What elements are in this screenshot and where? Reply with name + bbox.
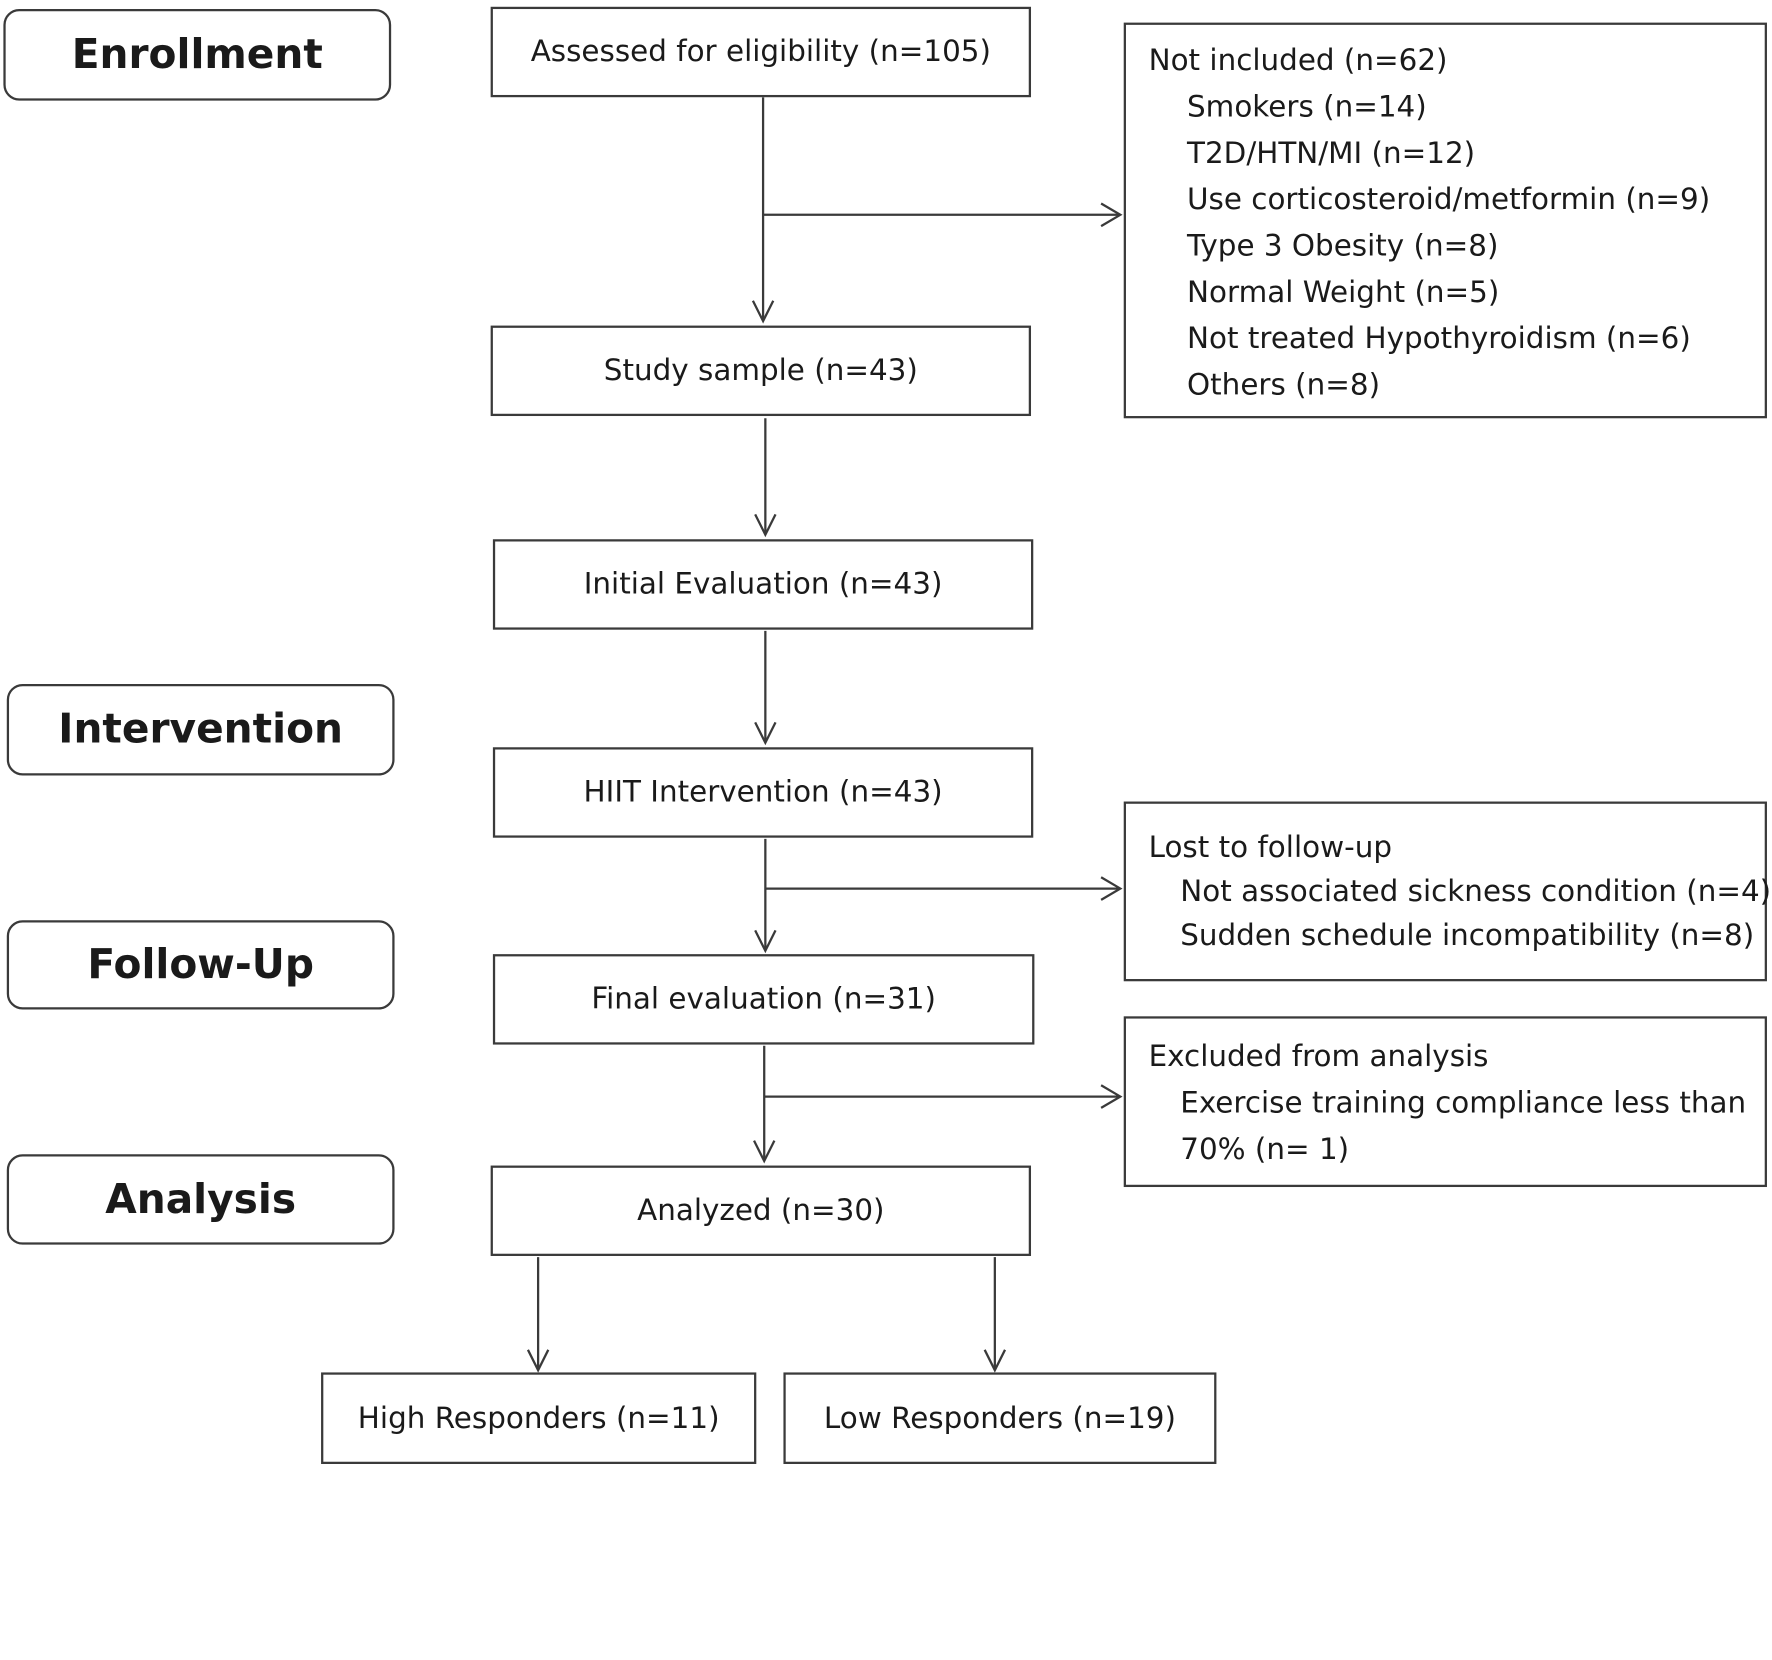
arrowhead-low [983,1349,1007,1373]
hiit-intervention-box: HIIT Intervention (n=43) [492,747,1034,838]
flow-connectors [526,97,1123,1373]
hiit-intervention-label: HIIT Intervention (n=43) [583,775,943,810]
lost-to-follow-up-box: Lost to follow-up Not associated sicknes… [1123,801,1772,982]
stage-enrollment: Enrollment [3,9,392,101]
stage-enrollment-label: Enrollment [71,31,323,79]
high-responders-label: High Responders (n=11) [357,1401,720,1436]
lost-to-follow-up-item: Sudden schedule incompatibility (n=8) [1180,919,1755,954]
stage-follow-up: Follow-Up [6,920,395,1010]
stage-intervention-label: Intervention [58,706,344,753]
arrowhead-lost [1100,876,1123,901]
arrowhead-hiit [754,721,777,746]
final-evaluation-box: Final evaluation (n=31) [492,954,1035,1045]
not-included-title: Not included (n=62) [1148,44,1448,79]
study-sample-box: Study sample (n=43) [490,325,1032,417]
not-included-item: Normal Weight (n=5) [1187,275,1500,310]
final-evaluation-label: Final evaluation (n=31) [591,982,936,1017]
low-responders-box: Low Responders (n=19) [783,1372,1217,1464]
excluded-item: 70% (n= 1) [1180,1132,1350,1167]
arrowhead-analyzed [753,1140,776,1164]
excluded-title: Excluded from analysis [1148,1040,1489,1074]
low-responders-label: Low Responders (n=19) [823,1401,1176,1436]
arrowhead-not-included [1100,202,1123,228]
arrowhead-final [754,929,777,954]
stage-analysis-label: Analysis [105,1176,297,1223]
arrowhead-initial [754,513,777,538]
initial-evaluation-box: Initial Evaluation (n=43) [492,539,1034,630]
excluded-item: Exercise training compliance less than [1180,1086,1747,1121]
high-responders-box: High Responders (n=11) [321,1372,757,1464]
study-sample-label: Study sample (n=43) [603,353,918,388]
arrowhead-high [526,1349,550,1373]
not-included-item: Others (n=8) [1187,368,1381,403]
not-included-box: Not included (n=62) Smokers (n=14) T2D/H… [1123,22,1767,419]
lost-to-follow-up-title: Lost to follow-up [1148,830,1393,865]
not-included-item: Type 3 Obesity (n=8) [1187,229,1499,264]
assessed-label: Assessed for eligibility (n=105) [530,35,991,69]
not-included-item: Not treated Hypothyroidism (n=6) [1187,322,1691,357]
not-included-item: Smokers (n=14) [1187,90,1427,125]
stage-analysis: Analysis [6,1154,395,1245]
excluded-box: Excluded from analysis Exercise training… [1123,1016,1767,1188]
initial-evaluation-label: Initial Evaluation (n=43) [583,567,943,602]
analyzed-box: Analyzed (n=30) [490,1165,1032,1256]
stage-follow-up-label: Follow-Up [87,941,314,989]
assessed-box: Assessed for eligibility (n=105) [490,6,1032,98]
lost-to-follow-up-item: Not associated sickness condition (n=4) [1180,875,1772,909]
analyzed-label: Analyzed (n=30) [637,1193,885,1228]
arrowhead-study [751,300,775,324]
not-included-item: Use corticosteroid/metformin (n=9) [1187,183,1711,218]
stage-intervention: Intervention [6,683,395,776]
not-included-item: T2D/HTN/MI (n=12) [1187,136,1476,171]
arrowhead-excluded [1100,1084,1123,1109]
